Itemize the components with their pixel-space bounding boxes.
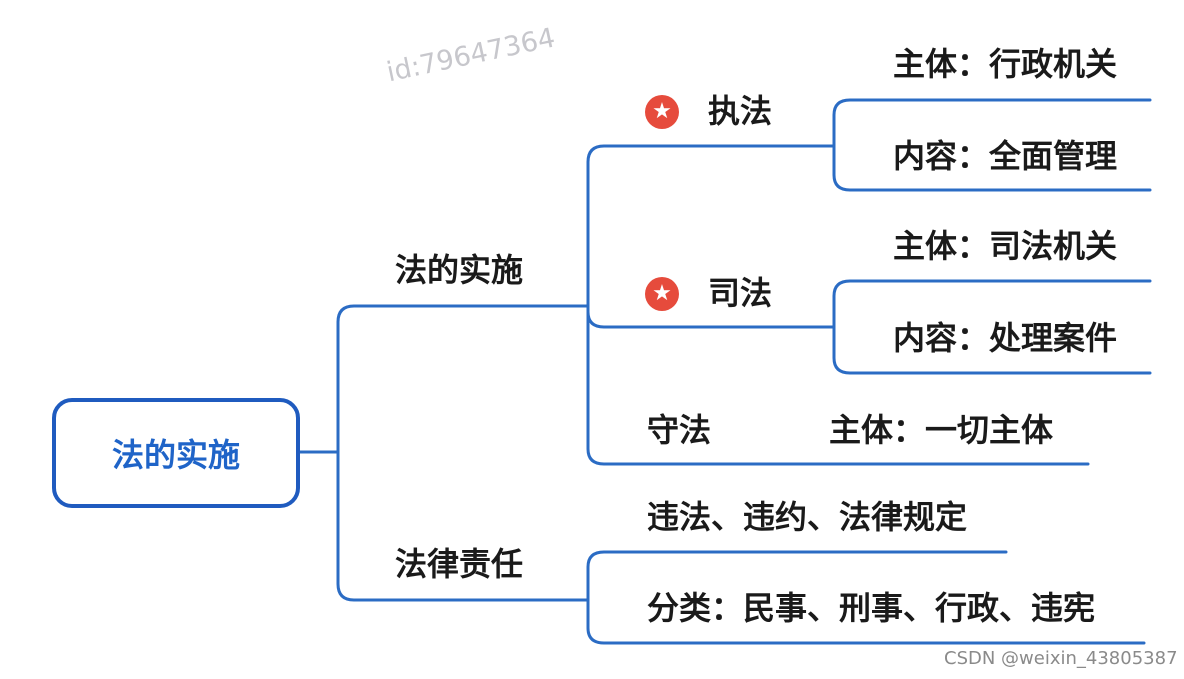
- liability-cause[interactable]: 违法、违约、法律规定: [647, 498, 968, 536]
- connector-implementation-observance: [586, 304, 1090, 466]
- connector-root-implementation: [336, 304, 590, 454]
- judiciary-label[interactable]: 司法: [708, 274, 773, 312]
- enforcement-content[interactable]: 内容：全面管理: [893, 137, 1118, 175]
- connector-implementation-enforcement: [586, 144, 836, 308]
- connector-root-liability: [336, 450, 590, 602]
- connector-judiciary-subject: [832, 279, 1152, 329]
- star-icon: ★: [645, 95, 679, 129]
- root-node[interactable]: 法的实施: [52, 398, 300, 508]
- star-icon: ★: [645, 277, 679, 311]
- liability-types[interactable]: 分类：民事、刑事、行政、违宪: [647, 589, 1096, 627]
- csdn-watermark: CSDN @weixin_43805387: [944, 648, 1178, 669]
- connector-liability-cause: [586, 550, 1008, 602]
- judiciary-content[interactable]: 内容：处理案件: [893, 319, 1118, 357]
- enforcement-label[interactable]: 执法: [708, 92, 773, 130]
- connector-judiciary-content: [832, 325, 1152, 375]
- connector-liability-types: [586, 598, 1146, 645]
- connector-enforcement-subject: [832, 98, 1152, 148]
- judiciary-subject[interactable]: 主体：司法机关: [893, 227, 1118, 265]
- branch-liability-label[interactable]: 法律责任: [395, 545, 524, 583]
- observance-label[interactable]: 守法: [647, 411, 712, 449]
- branch-implementation-label[interactable]: 法的实施: [395, 251, 524, 289]
- observance-subject[interactable]: 主体：一切主体: [829, 411, 1054, 449]
- enforcement-subject[interactable]: 主体：行政机关: [893, 45, 1118, 83]
- connector-enforcement-content: [832, 144, 1152, 192]
- root-node-label: 法的实施: [111, 436, 240, 474]
